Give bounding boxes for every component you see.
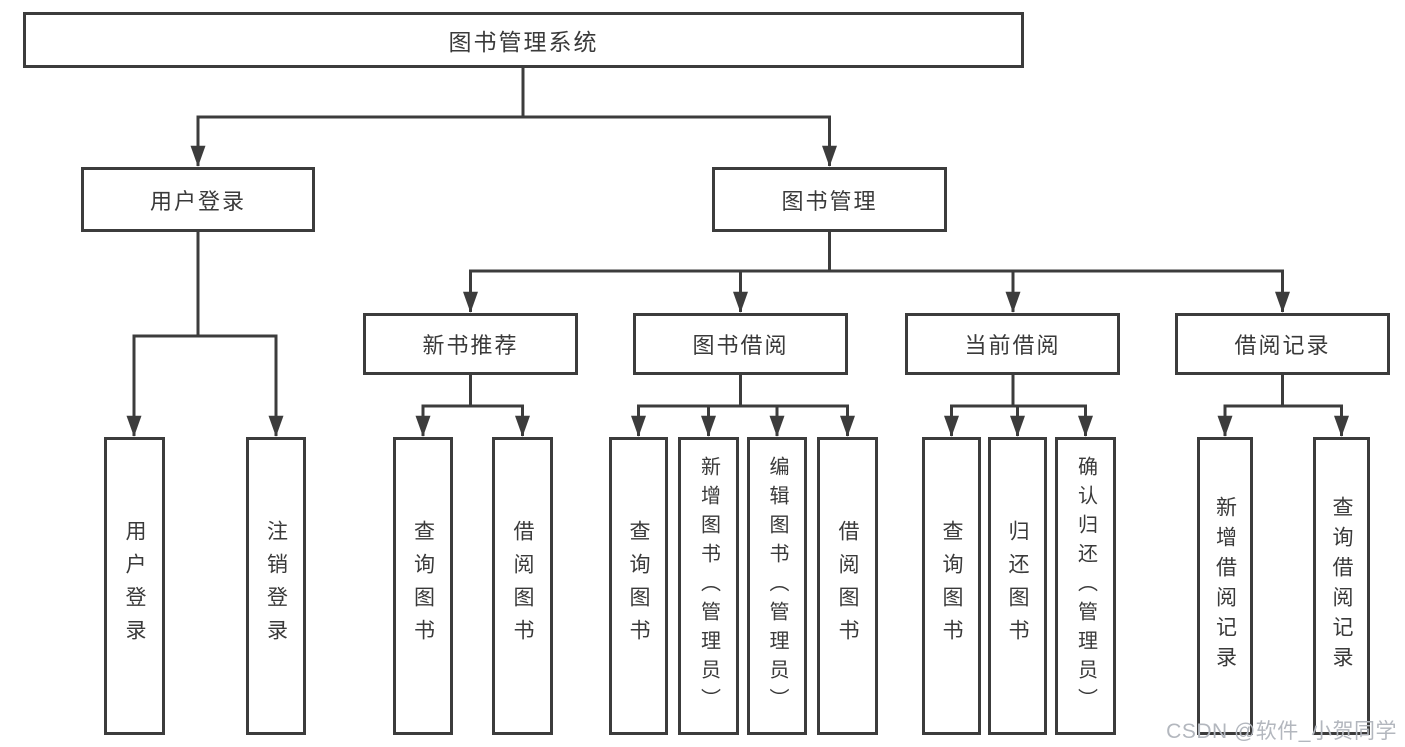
node-user-login-label: 用户登录 [149, 188, 246, 214]
connector-segments [132, 68, 1343, 408]
leaf-user-login: 用户登录 [104, 437, 165, 735]
node-root-label: 图书管理系统 [448, 29, 599, 55]
leaf-borrow-books-borrowing-label: 借阅图书 [836, 520, 859, 652]
leaf-query-books-current-label: 查询图书 [940, 520, 963, 652]
node-new-book-recommendation: 新书推荐 [363, 313, 578, 375]
connector-arrowheads [126, 117, 1349, 437]
leaf-query-books-borrowing: 查询图书 [609, 437, 668, 735]
leaf-borrow-books-recommend: 借阅图书 [492, 437, 553, 735]
leaf-add-books-admin-label: 新增图书（管理员） [697, 455, 720, 717]
leaf-borrow-books-borrowing: 借阅图书 [817, 437, 878, 735]
leaf-add-books-admin: 新增图书（管理员） [678, 437, 739, 735]
node-root: 图书管理系统 [23, 12, 1024, 68]
leaf-confirm-return-admin: 确认归还（管理员） [1055, 437, 1116, 735]
watermark: CSDN @软件_小贺同学 [1166, 720, 1397, 743]
leaf-query-books-current: 查询图书 [922, 437, 981, 735]
node-borrowing-records: 借阅记录 [1175, 313, 1390, 375]
node-borrowing-records-label: 借阅记录 [1234, 333, 1331, 358]
node-new-book-recommendation-label: 新书推荐 [422, 333, 519, 358]
leaf-logout-login-label: 注销登录 [264, 520, 288, 652]
leaf-query-borrow-record-label: 查询借阅记录 [1330, 496, 1353, 676]
leaf-query-borrow-record: 查询借阅记录 [1313, 437, 1370, 735]
leaf-return-books-label: 归还图书 [1006, 520, 1029, 652]
node-book-borrowing-label: 图书借阅 [692, 333, 789, 358]
leaf-query-books-recommend-label: 查询图书 [411, 520, 435, 652]
leaf-logout-login: 注销登录 [246, 437, 306, 735]
node-book-management: 图书管理 [712, 167, 947, 232]
leaf-query-books-borrowing-label: 查询图书 [627, 520, 650, 652]
leaf-add-borrow-record-label: 新增借阅记录 [1213, 496, 1237, 676]
leaf-query-books-recommend: 查询图书 [393, 437, 453, 735]
leaf-edit-books-admin-label: 编辑图书（管理员） [766, 455, 788, 717]
leaf-edit-books-admin: 编辑图书（管理员） [747, 437, 807, 735]
leaf-borrow-books-recommend-label: 借阅图书 [511, 520, 534, 652]
leaf-return-books: 归还图书 [988, 437, 1047, 735]
node-user-login: 用户登录 [81, 167, 315, 232]
node-book-management-label: 图书管理 [781, 188, 878, 214]
leaf-user-login-label: 用户登录 [123, 520, 146, 652]
leaf-add-borrow-record: 新增借阅记录 [1197, 437, 1253, 735]
node-current-borrowing: 当前借阅 [905, 313, 1120, 375]
leaf-confirm-return-admin-label: 确认归还（管理员） [1074, 455, 1097, 717]
node-current-borrowing-label: 当前借阅 [964, 333, 1061, 358]
node-book-borrowing: 图书借阅 [633, 313, 848, 375]
